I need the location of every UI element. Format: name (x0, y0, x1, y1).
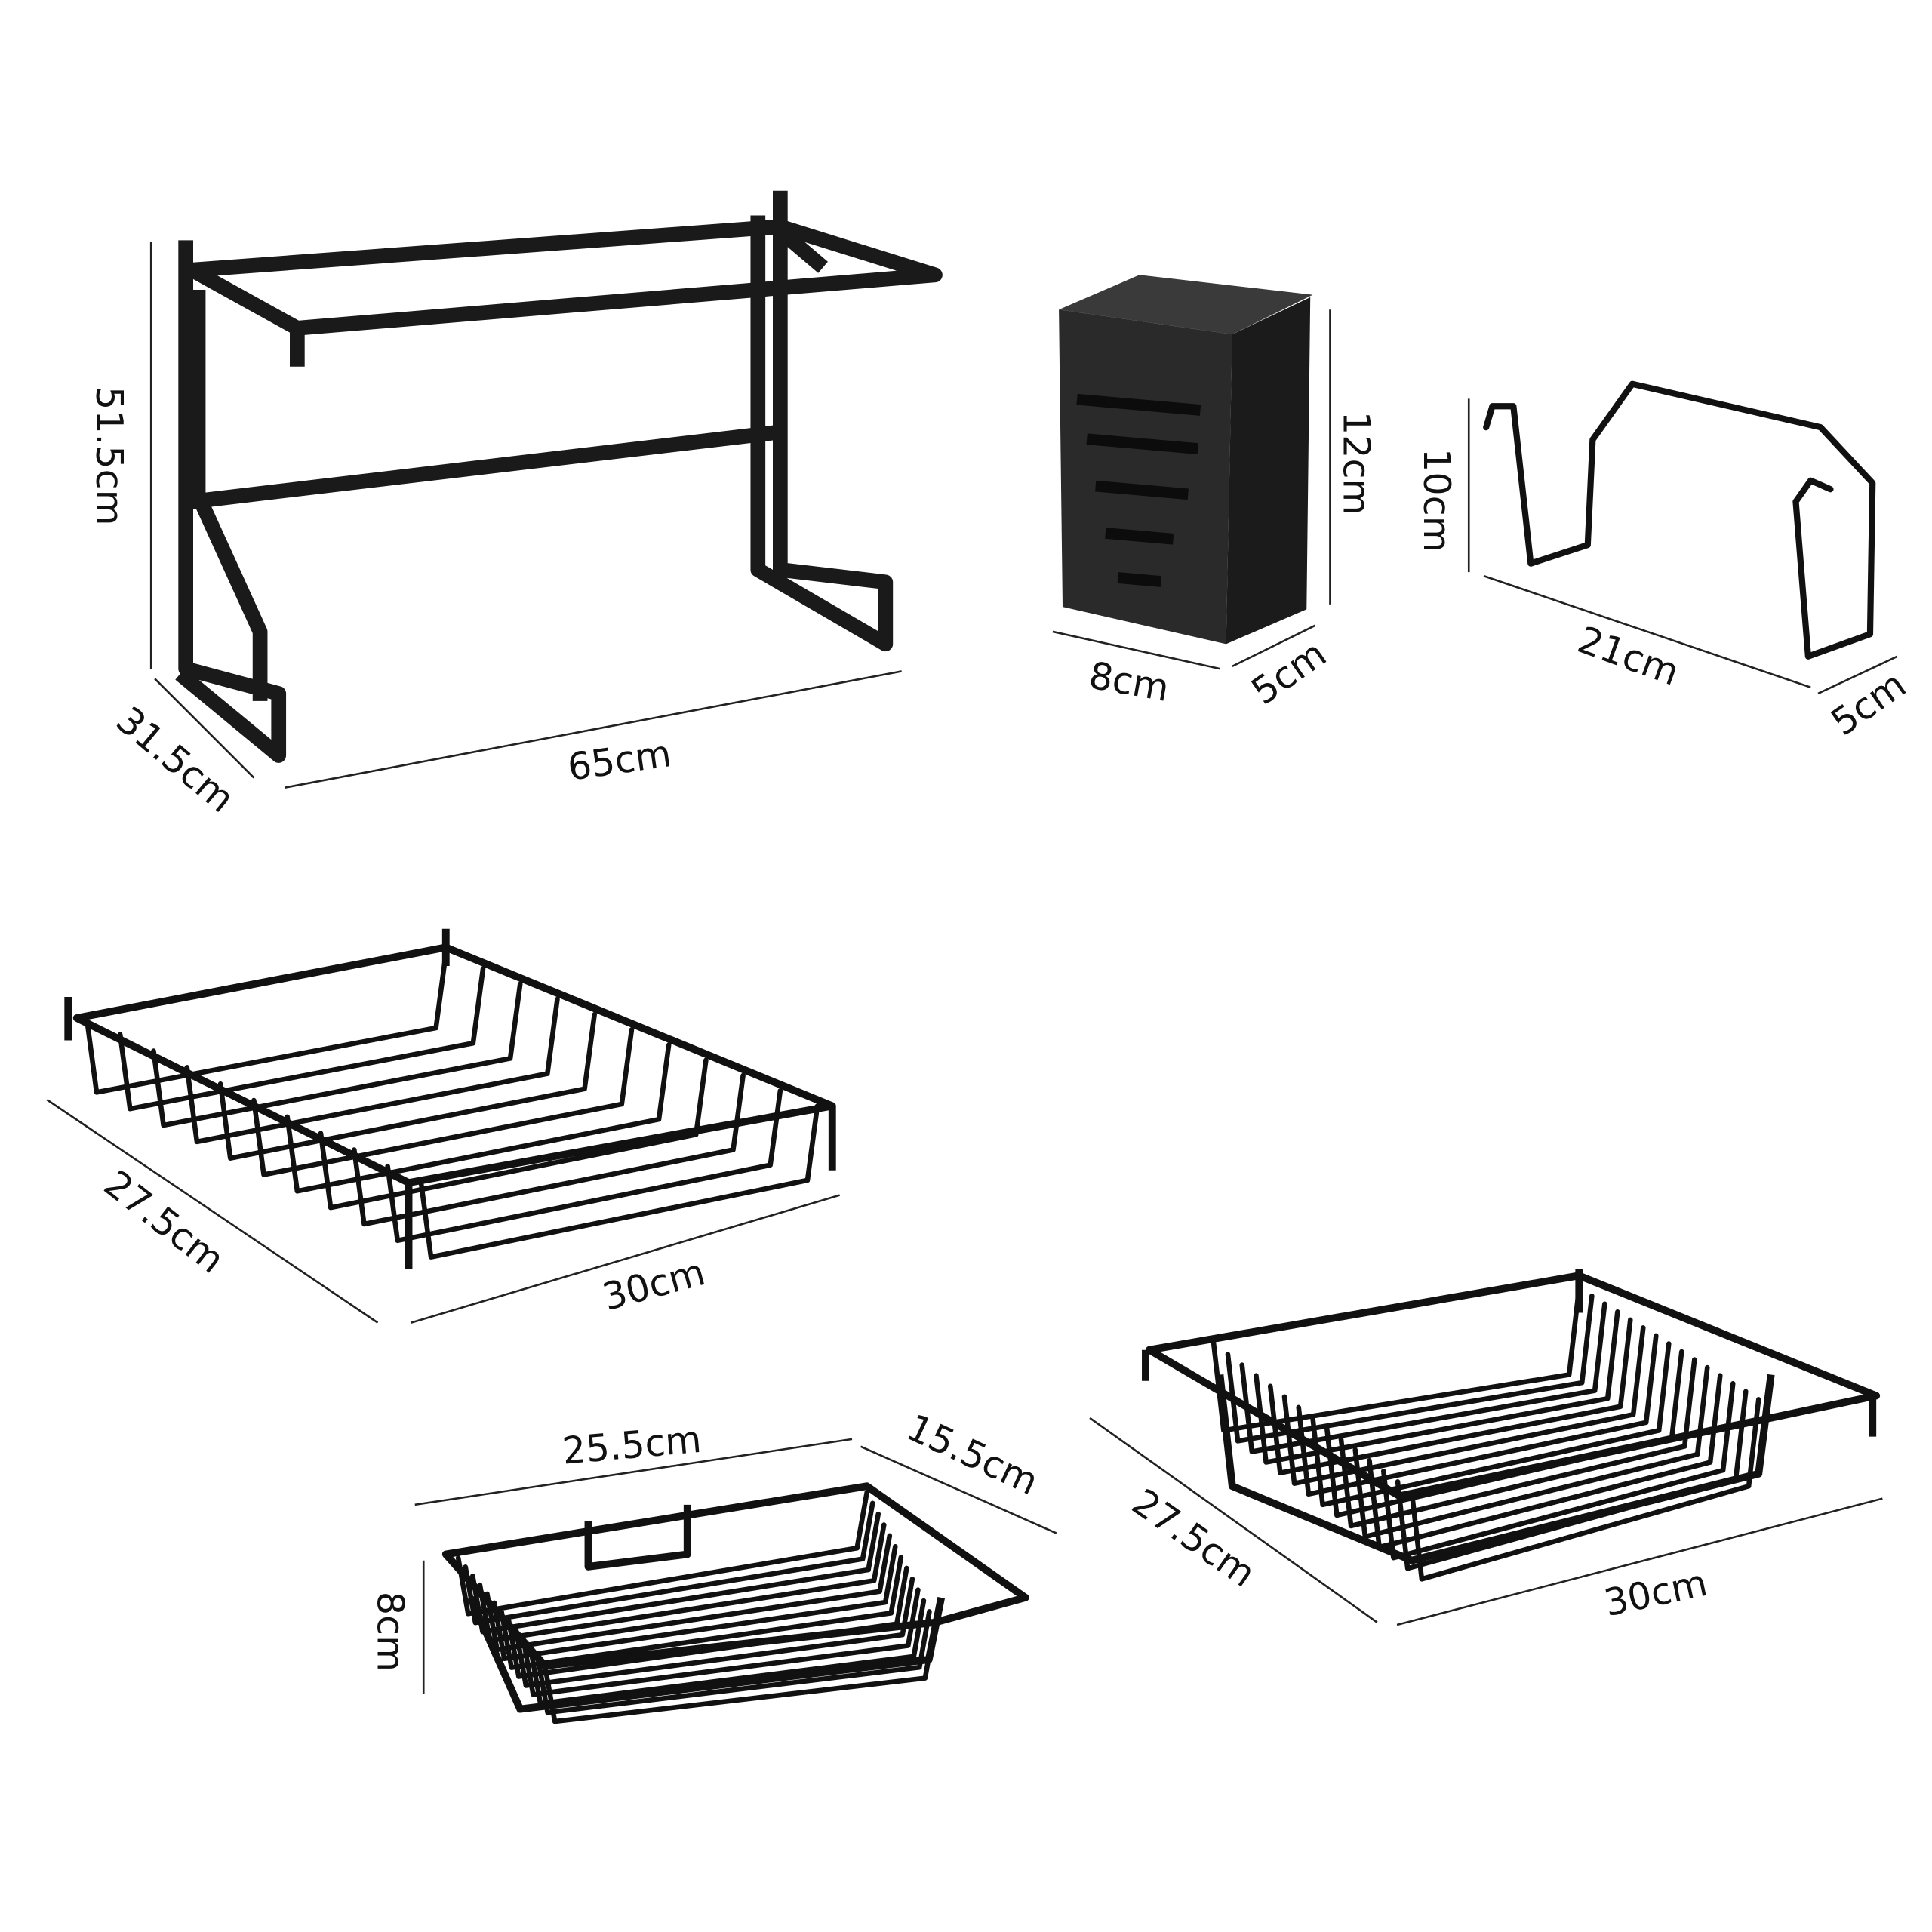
basket-wire (318, 1057, 709, 1211)
label-dish-width: 30cm (1600, 1561, 1711, 1625)
label-holder-height: 12cm (1335, 411, 1379, 515)
small-basket: 25.5cm 15.5cm 8cm (369, 1405, 1057, 1724)
basket-wire (352, 1072, 746, 1227)
basket-wire (285, 1042, 672, 1194)
basket-wire (217, 1012, 597, 1161)
basket-wire (463, 1500, 875, 1626)
basket-wire (513, 1577, 915, 1688)
basket-wire (455, 1490, 869, 1617)
basket-wire (151, 981, 523, 1128)
basket-wire (528, 1598, 927, 1706)
label-board-height: 10cm (1415, 448, 1459, 552)
basket-wire (485, 1533, 893, 1653)
basket-wire (470, 1511, 881, 1635)
basket-wire (1409, 1397, 1761, 1582)
basket-wire (1267, 1317, 1633, 1475)
basket-wire (84, 951, 449, 1095)
dish-basket: 27.5cm 30cm (1089, 1269, 1883, 1626)
flat-basket: 27.5cm 30cm (46, 928, 840, 1324)
basket-wire (1296, 1333, 1659, 1497)
basket-wire (385, 1088, 783, 1244)
label-flat-width: 30cm (598, 1250, 709, 1319)
basket-wire (418, 1103, 820, 1260)
label-rack-width: 65cm (565, 731, 673, 789)
basket-wire (477, 1522, 887, 1644)
label-small-height: 8cm (369, 1592, 413, 1672)
dimension-line-depth (154, 678, 255, 779)
basket-wire (184, 996, 560, 1145)
dimension-line-width (285, 670, 902, 789)
label-board-depth: 5cm (1823, 663, 1913, 744)
basket-wire (1281, 1325, 1646, 1487)
basket-wire (499, 1555, 904, 1670)
label-board-width: 21cm (1572, 617, 1684, 694)
label-dish-depth: 27.5cm (1124, 1480, 1263, 1595)
basket-wire (521, 1587, 921, 1697)
label-rack-height: 51.5cm (88, 386, 131, 526)
label-holder-width: 8cm (1086, 653, 1173, 710)
utensil-holder: 12cm 8cm 5cm (1052, 275, 1379, 713)
sink-rack: 51.5cm 31.5cm 65cm (88, 190, 943, 821)
basket-wire (251, 1027, 635, 1177)
basket-wire (1310, 1341, 1672, 1508)
basket-wire (1338, 1357, 1697, 1529)
label-holder-depth: 5cm (1243, 632, 1334, 713)
basket-wire (1367, 1373, 1723, 1550)
basket-wire (491, 1543, 898, 1662)
label-small-depth: 15.5cm (900, 1405, 1045, 1504)
board-holder: 10cm 21cm 5cm (1415, 380, 1914, 744)
basket-wire (535, 1609, 932, 1715)
basket-wire (117, 966, 486, 1112)
basket-wire (1352, 1364, 1710, 1540)
